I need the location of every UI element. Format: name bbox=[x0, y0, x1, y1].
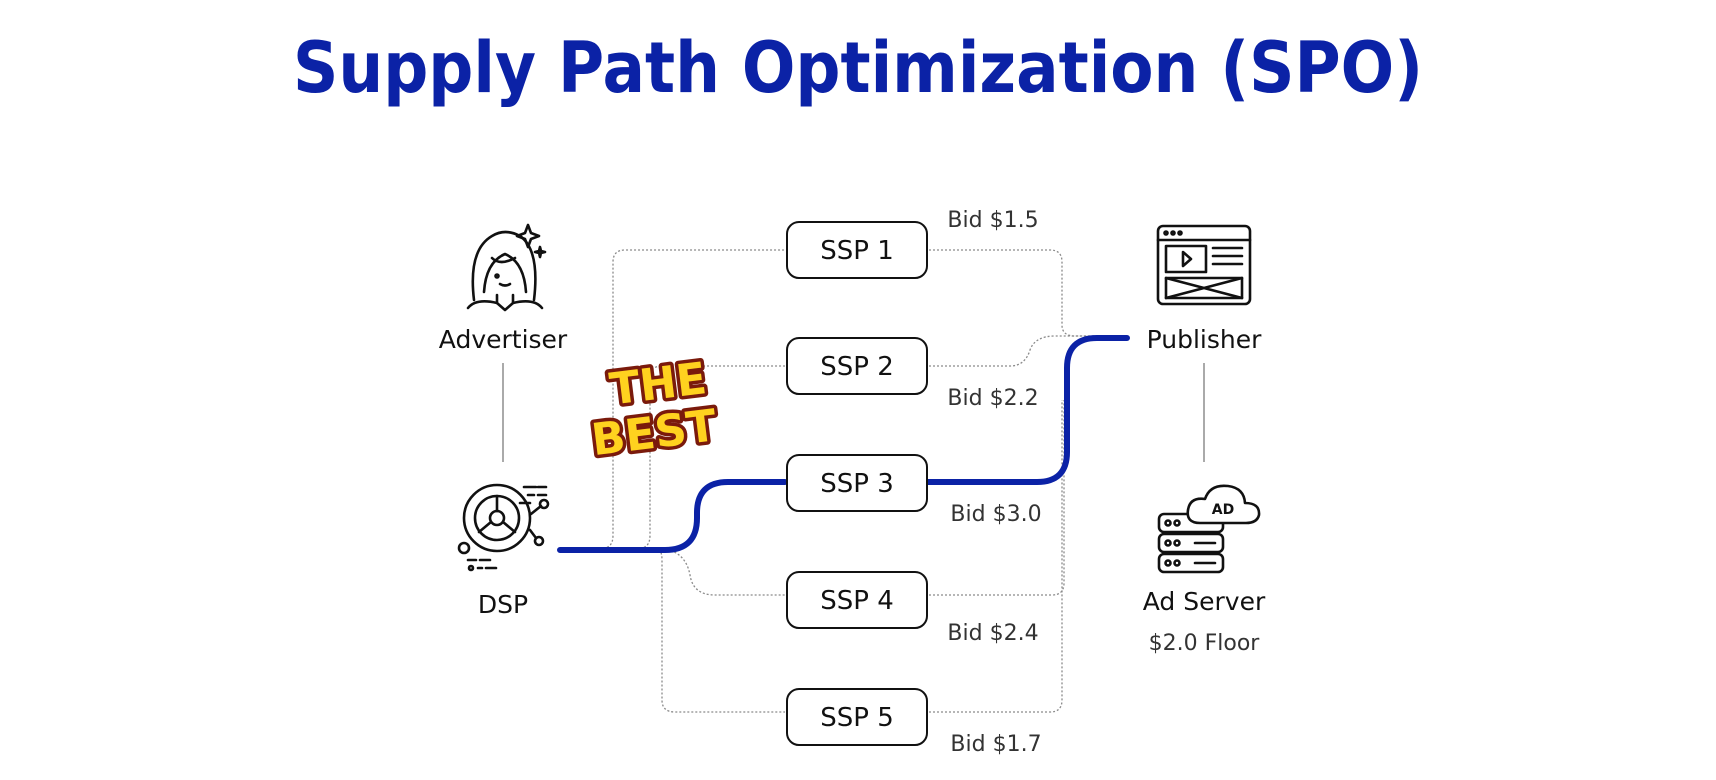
bid-label-ssp-2: Bid $2.2 bbox=[947, 386, 1038, 411]
floor-price-label: $2.0 Floor bbox=[1149, 631, 1261, 656]
browser-window-icon bbox=[1156, 224, 1252, 306]
ssp-2-box: SSP 2 bbox=[786, 337, 928, 395]
page-title: Supply Path Optimization (SPO) bbox=[293, 27, 1423, 109]
bid-label-ssp-1: Bid $1.5 bbox=[947, 208, 1038, 233]
ssp-label: SSP 4 bbox=[820, 586, 894, 616]
ssp-5-box: SSP 5 bbox=[786, 688, 928, 746]
advertiser-label: Advertiser bbox=[439, 325, 568, 354]
dsp-wheel-icon bbox=[457, 483, 550, 572]
badge-line-2: BEST bbox=[589, 400, 720, 466]
the-best-badge: THE BEST bbox=[585, 350, 723, 470]
ssp-label: SSP 2 bbox=[820, 352, 894, 382]
ssp-1-box: SSP 1 bbox=[786, 221, 928, 279]
ad-server-cloud-icon: AD bbox=[1157, 484, 1261, 574]
ssp-to-publisher-connectors bbox=[925, 249, 1125, 713]
best-path-line bbox=[557, 335, 1130, 553]
ssp-label: SSP 5 bbox=[820, 703, 894, 733]
woman-avatar-icon bbox=[466, 223, 547, 312]
ssp-label: SSP 3 bbox=[820, 469, 894, 499]
ssp-3-box: SSP 3 bbox=[786, 454, 928, 512]
bid-label-ssp-4: Bid $2.4 bbox=[947, 621, 1038, 646]
bid-label-ssp-3: Bid $3.0 bbox=[950, 502, 1041, 527]
svg-text:AD: AD bbox=[1212, 502, 1234, 518]
dsp-label: DSP bbox=[478, 590, 528, 619]
ssp-label: SSP 1 bbox=[820, 236, 894, 266]
publisher-label: Publisher bbox=[1147, 325, 1262, 354]
bid-label-ssp-5: Bid $1.7 bbox=[950, 732, 1041, 757]
ssp-4-box: SSP 4 bbox=[786, 571, 928, 629]
ad-server-label: Ad Server bbox=[1143, 587, 1266, 616]
